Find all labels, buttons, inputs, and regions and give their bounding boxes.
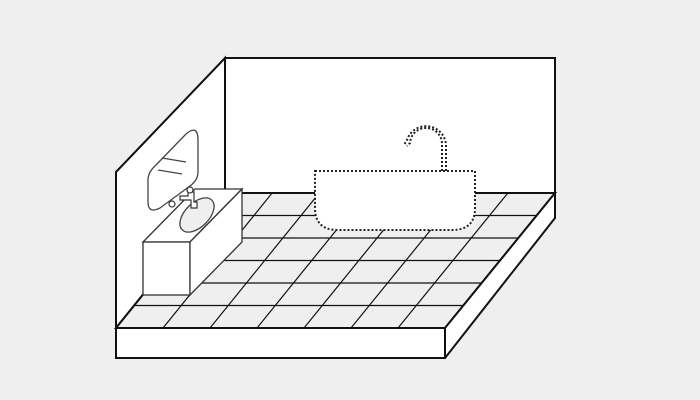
floor-slab-front <box>115 327 446 359</box>
faucet-handle <box>168 200 176 208</box>
mirror-reflection-line <box>161 157 187 163</box>
faucet-handle <box>186 186 194 194</box>
faucet-icon <box>179 191 198 209</box>
back-wall <box>224 57 556 194</box>
vanity-cabinet <box>141 186 244 297</box>
floor-tile-column-line <box>209 192 320 329</box>
mirror-reflection-line <box>157 169 183 175</box>
floor-tile-column-line <box>397 192 509 329</box>
floor-slab-side <box>444 192 556 359</box>
vanity-side <box>189 187 243 297</box>
tub-spout-placeholder-inner <box>403 125 447 171</box>
bathtub-placeholder[interactable] <box>314 170 476 231</box>
wall-mirror <box>147 129 199 211</box>
sink-basin <box>179 197 215 233</box>
vanity-front <box>142 241 191 296</box>
